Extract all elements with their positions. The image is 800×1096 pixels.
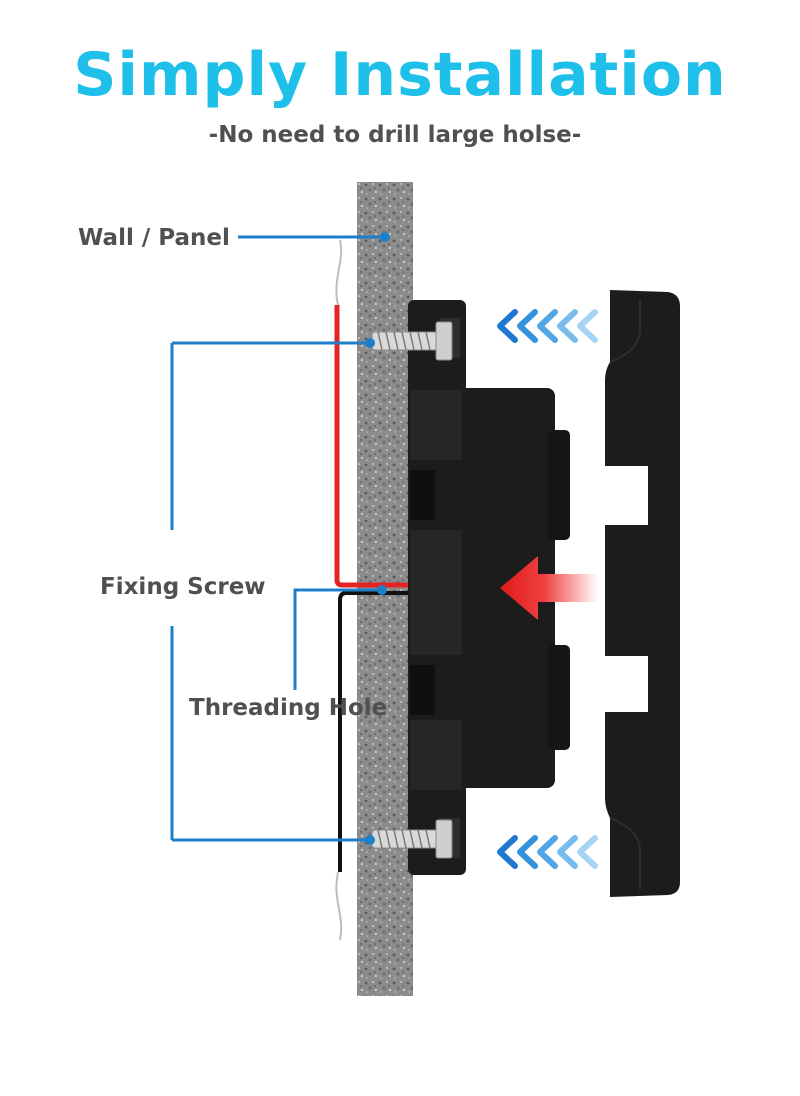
push-arrow-icon [500,556,598,620]
leader-dots [365,232,390,845]
double-chevron-left-icon [497,309,598,343]
screw-icon [371,819,453,859]
page-title: Simply Installation [73,40,727,110]
leader-lines [170,235,385,842]
page-subtitle: -No need to drill large holse- [208,122,582,148]
cover-plate [605,290,680,897]
fixing-screw-label: Fixing Screw [100,574,266,600]
threading-hole-label: Threading Hole [189,695,387,721]
double-chevron-left-icon [497,835,598,869]
wire-end-bottom [335,871,343,941]
black-wire [338,591,408,872]
wall-panel-label: Wall / Panel [78,225,230,251]
wire-end-top [335,239,343,306]
red-wire [334,305,408,588]
